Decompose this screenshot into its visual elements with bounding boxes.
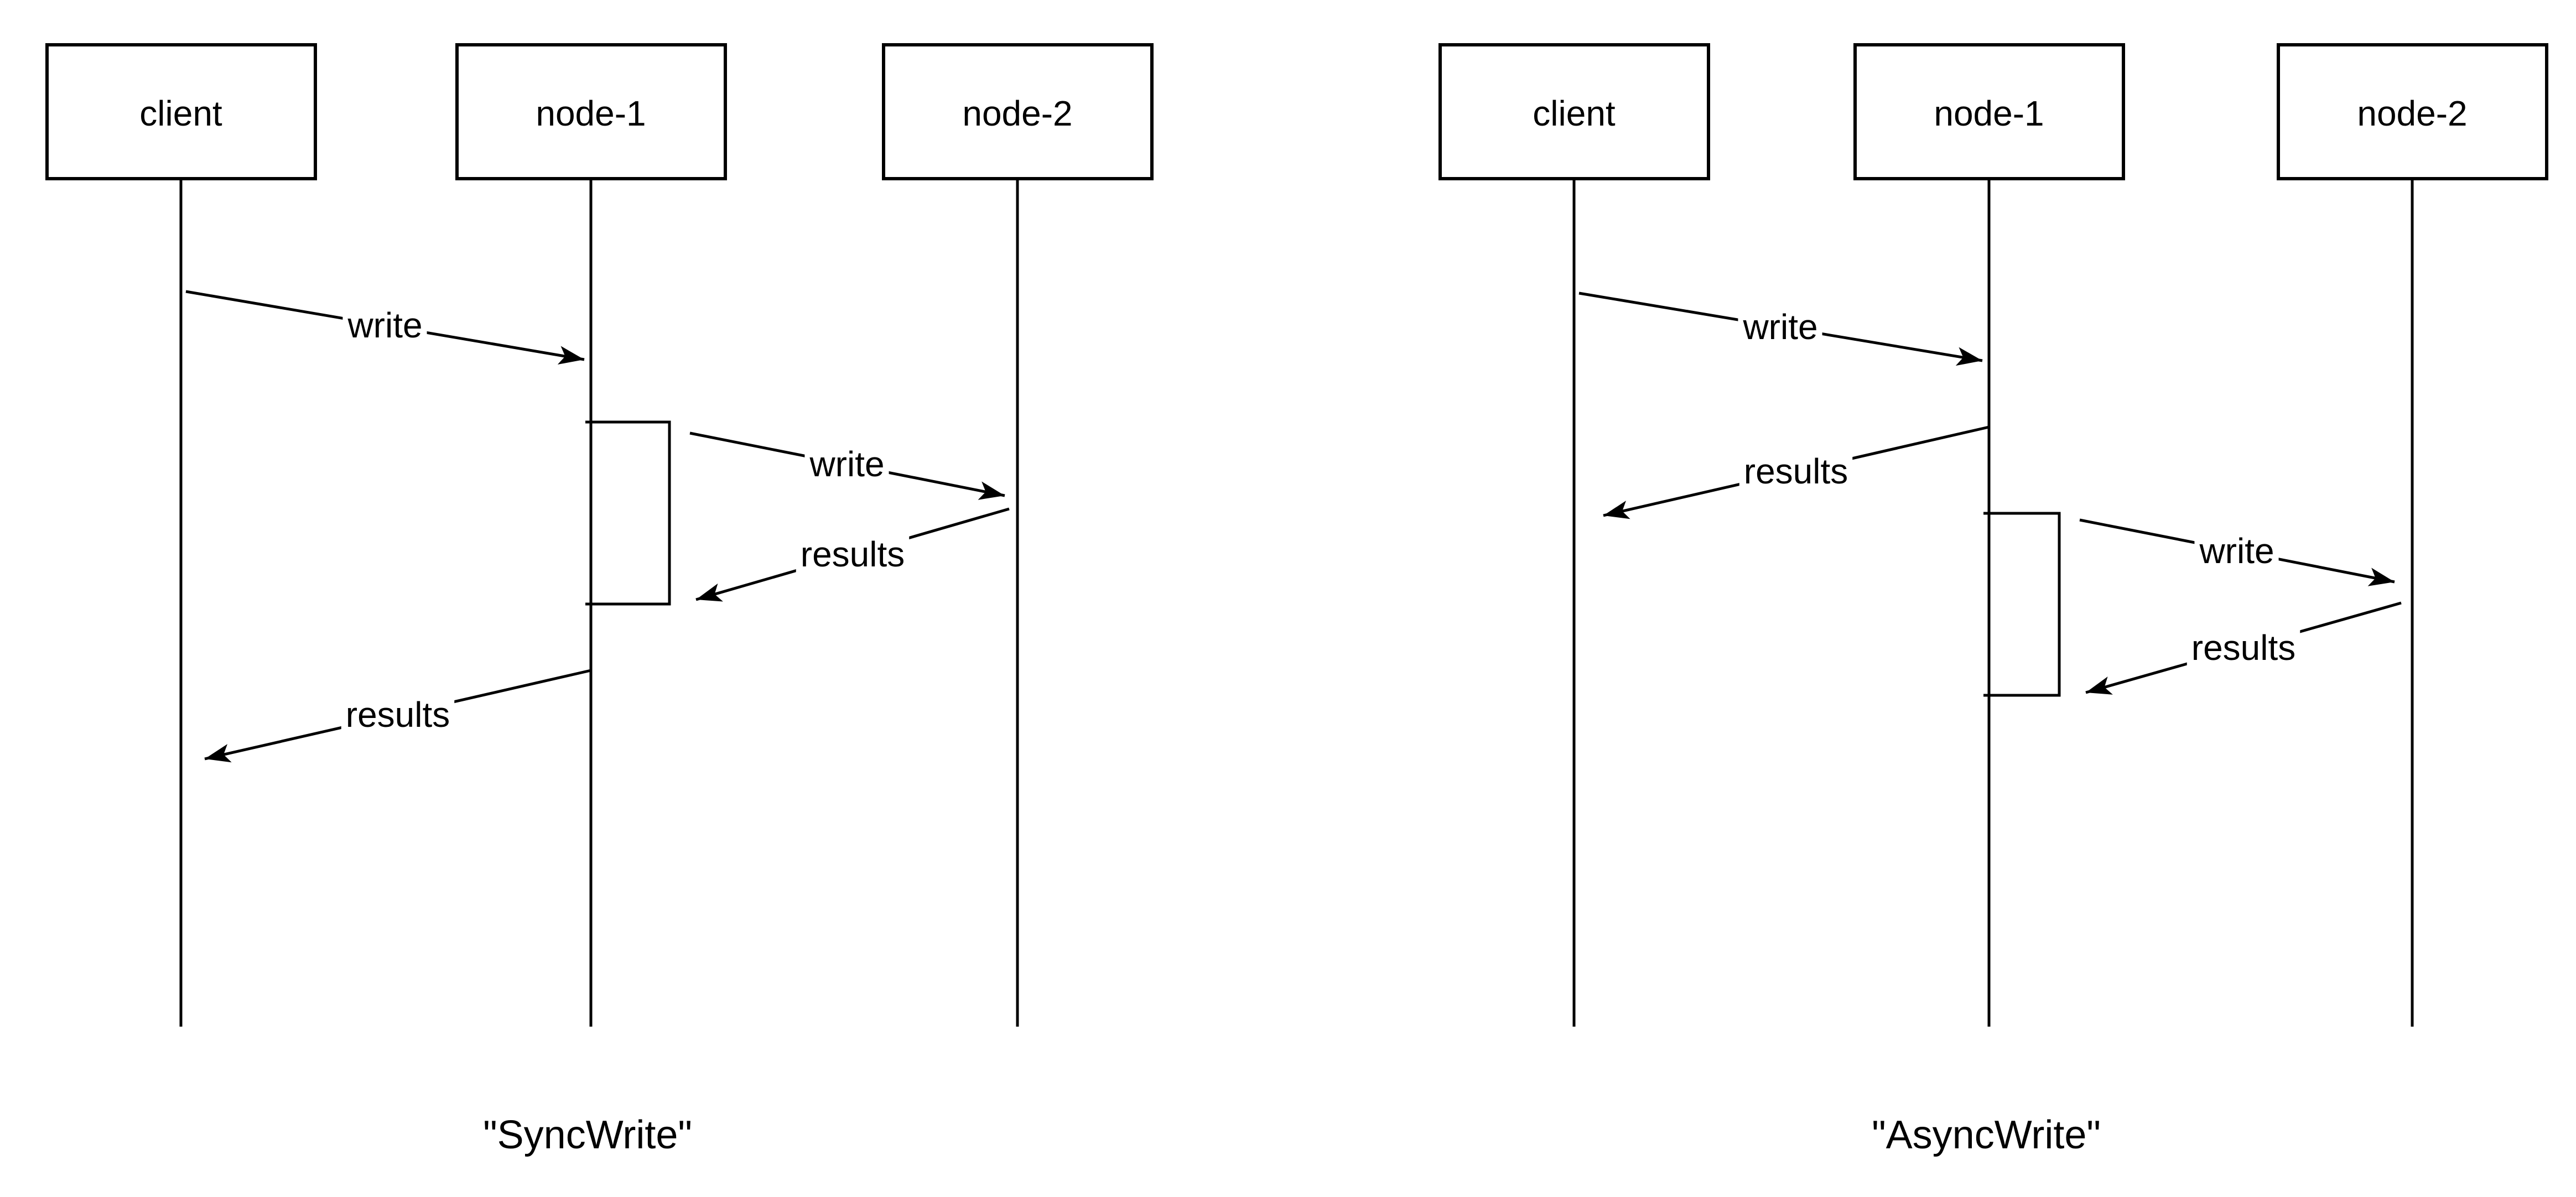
actor-label-node-1: node-1 xyxy=(536,93,646,133)
actor-box-node-2 xyxy=(882,43,1154,180)
message-label-background xyxy=(1739,449,1853,493)
diagram-syncwrite: client node-1 node-2 write write results… xyxy=(45,43,1154,1157)
message-label: write xyxy=(347,305,422,345)
actor-label-node-1: node-1 xyxy=(1934,93,2044,133)
actor-box-client xyxy=(45,43,317,180)
message-label: results xyxy=(801,534,905,574)
message-label: write xyxy=(2199,531,2274,571)
message-label: write xyxy=(809,444,884,484)
message-label: results xyxy=(2191,628,2296,668)
actor-label-client: client xyxy=(139,93,222,133)
message-label-background xyxy=(341,693,455,737)
message-label: results xyxy=(1744,451,1848,491)
message-label-background xyxy=(1738,305,1822,349)
diagram-caption-syncwrite: "SyncWrite" xyxy=(483,1113,692,1157)
message-label-background xyxy=(2194,529,2279,573)
actor-label-client: client xyxy=(1533,93,1616,133)
message-label-background xyxy=(342,303,427,347)
diagram-caption-asyncwrite: "AsyncWrite" xyxy=(1872,1113,2101,1157)
actor-box-node-1 xyxy=(455,43,727,180)
message-label: write xyxy=(1742,307,1817,347)
actor-box-node-2 xyxy=(2277,43,2548,180)
message-label-background xyxy=(804,442,889,486)
message-label-background xyxy=(796,532,910,576)
activation-node-1 xyxy=(585,420,671,606)
message-label-background xyxy=(2187,626,2300,670)
actor-label-node-2: node-2 xyxy=(962,93,1072,133)
message-label: results xyxy=(346,695,450,735)
actor-box-node-1 xyxy=(1853,43,2125,180)
activation-node-1 xyxy=(1983,512,2061,697)
diagram-asyncwrite: client node-1 node-2 write results write… xyxy=(1438,43,2548,1157)
actor-label-node-2: node-2 xyxy=(2357,93,2467,133)
actor-box-client xyxy=(1438,43,1710,180)
